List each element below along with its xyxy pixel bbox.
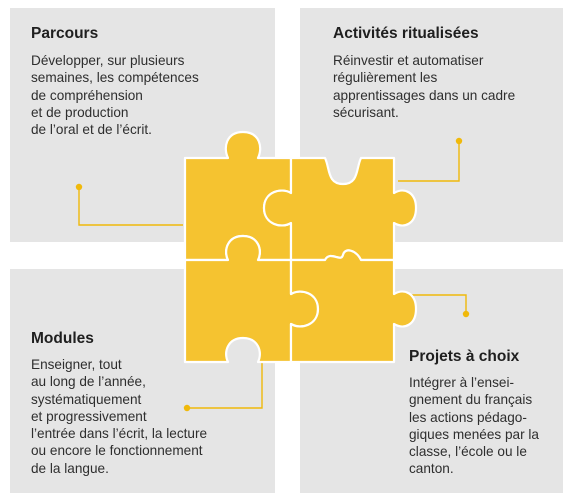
connector-modules — [187, 362, 263, 409]
connector-dots — [75, 137, 470, 412]
connector-activites — [398, 141, 460, 182]
activites-description: Réinvestir et automatiser régulièrement … — [333, 53, 516, 120]
parcours-description: Développer, sur plusieurs semaines, les … — [31, 53, 199, 138]
modules-description: Enseigner, tout au long de l’année, syst… — [31, 357, 208, 476]
connector-lines — [78, 141, 467, 409]
connector-dot — [75, 183, 83, 191]
parcours-title: Parcours — [31, 25, 99, 42]
connector-dot — [455, 137, 463, 145]
activites-title: Activités ritualisées — [333, 25, 479, 42]
projets-title: Projets à choix — [409, 348, 520, 365]
connector-projets — [405, 294, 467, 314]
puzzle-piece-bottom-right — [289, 249, 418, 364]
connector-parcours — [78, 187, 183, 226]
connector-dot — [462, 310, 470, 318]
connector-dot — [183, 404, 191, 412]
projets-description: Intégrer à l’ensei- gnement du français … — [409, 375, 539, 477]
modules-title: Modules — [31, 330, 94, 347]
